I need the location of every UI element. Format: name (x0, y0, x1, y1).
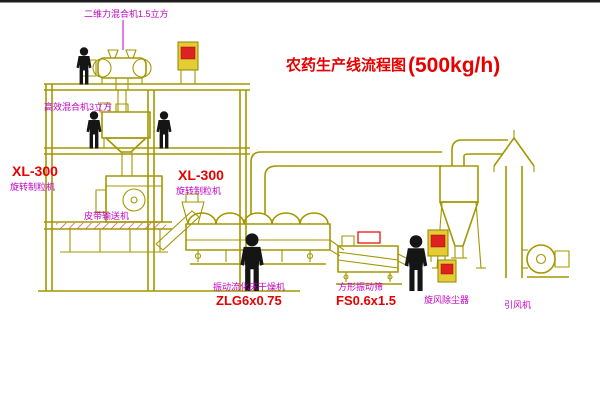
vibrating-sieve (336, 231, 409, 285)
label-high-efficiency-mixer: 高效混合机3立方 (44, 101, 112, 112)
label-sieve-name: 方形振动筛 (338, 281, 383, 292)
drawing-title: 农药生产线流程图 (500kg/h) (285, 54, 500, 77)
fan-motor (554, 250, 570, 268)
cabinet-display (430, 234, 446, 248)
cabinet-display (440, 263, 454, 275)
label-granulator-mid-model: XL-300 (178, 167, 224, 183)
belt-conveyor (56, 210, 200, 253)
label-granulator-mid-name: 旋转制粒机 (176, 185, 221, 196)
sieve-tag-box (357, 231, 381, 244)
two-dimensional-mixer (81, 49, 152, 112)
inclined-feed-conveyor (155, 210, 200, 251)
exhaust-ductwork (250, 151, 442, 214)
conveyor-belt-hatch (56, 223, 166, 229)
cabinet-display (180, 46, 196, 60)
label-dryer-model: ZLG6x0.75 (216, 293, 282, 308)
title-capacity: (500kg/h) (408, 54, 500, 77)
window-top-border (0, 0, 600, 3)
label-sieve-model: FS0.6x1.5 (336, 293, 396, 308)
worker-figure-mid-left (86, 111, 102, 149)
control-cabinet-right-upper (427, 229, 449, 262)
worker-figure-ground-right (404, 235, 428, 291)
cyclone-outlet-duct (451, 139, 508, 166)
label-granulator-left-model: XL-300 (12, 163, 58, 179)
induced-draft-fan (522, 244, 570, 278)
worker-figure-top-platform (76, 47, 92, 85)
exhaust-stack (493, 130, 535, 278)
title-text: 农药生产线流程图 (285, 56, 406, 74)
rotary-granulator (95, 175, 163, 223)
label-belt-conveyor: 皮带输送机 (84, 210, 129, 221)
control-cabinet-right-lower (437, 259, 457, 283)
control-cabinet-top (177, 41, 199, 84)
label-two-dimensional-mixer: 二维力混合机1.5立方 (84, 8, 169, 19)
label-fan: 引风机 (504, 299, 531, 310)
label-granulator-left-name: 旋转制粒机 (10, 181, 55, 192)
label-cyclone: 旋风除尘器 (424, 294, 469, 305)
worker-figure-mid-right (156, 111, 172, 149)
fluid-bed-dryer (181, 193, 345, 265)
rain-cap (493, 137, 535, 167)
high-efficiency-mixer (99, 102, 151, 176)
label-dryer-name: 振动流化床干燥机 (213, 281, 285, 292)
cyclone-separator (432, 139, 508, 269)
dryer-feed-hopper (181, 201, 205, 225)
